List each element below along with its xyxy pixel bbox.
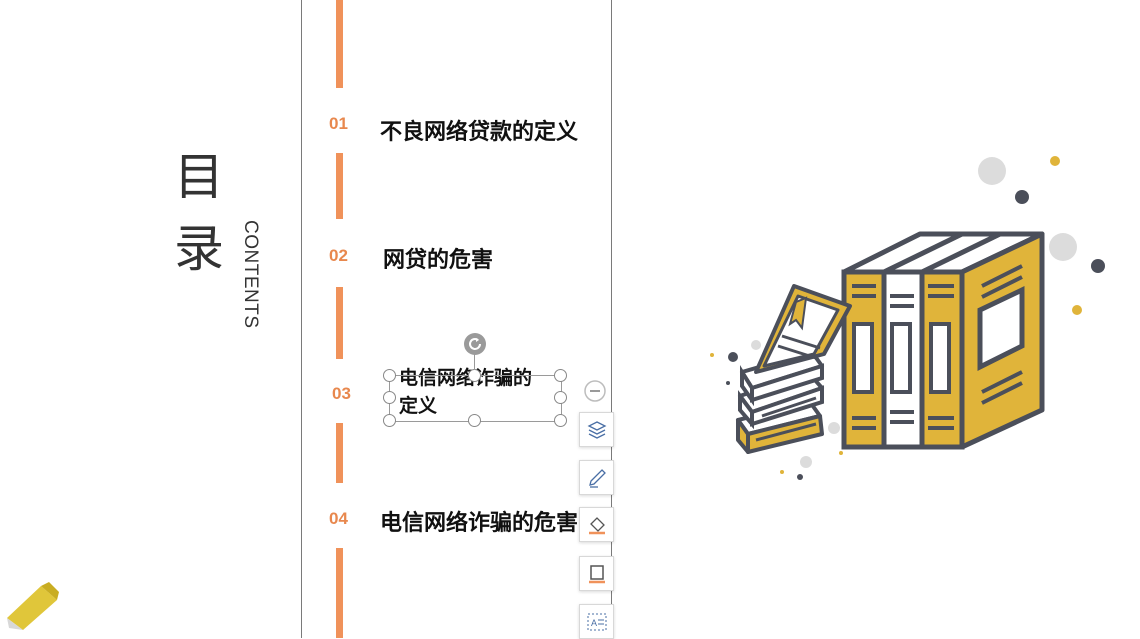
item-number-01: 01 <box>329 114 348 133</box>
item-label-02[interactable]: 网贷的危害 <box>383 248 494 273</box>
resize-handle-bl[interactable] <box>383 414 396 427</box>
books-illustration-icon <box>710 156 1105 480</box>
resize-handle-ml[interactable] <box>383 391 396 404</box>
pen-style-icon <box>588 468 606 488</box>
resize-handle-tl[interactable] <box>383 369 396 382</box>
svg-text:A: A <box>591 618 597 628</box>
content-clip-area: 不良网络贷款的定义 网贷的危害 电信网络诈骗的危害 <box>300 0 612 638</box>
text-box-button[interactable]: A <box>579 604 614 639</box>
resize-handle-bm[interactable] <box>468 414 481 427</box>
title-char-mu: 目 <box>174 148 224 206</box>
timeline-segment <box>336 287 343 359</box>
timeline-segment <box>336 153 343 219</box>
pen-style-button[interactable] <box>579 460 614 495</box>
item-number-02: 02 <box>329 246 348 265</box>
item-label-03-selected[interactable]: 电信网络诈骗的定义 <box>399 367 533 417</box>
fill-bucket-button[interactable] <box>579 507 614 542</box>
resize-handle-tm[interactable] <box>468 369 481 382</box>
item-label-01[interactable]: 不良网络贷款的定义 <box>380 120 579 145</box>
left-divider-line <box>301 0 302 638</box>
layers-icon <box>587 420 606 439</box>
timeline-segment <box>336 423 343 483</box>
timeline-segment <box>336 548 343 638</box>
resize-handle-br[interactable] <box>554 414 567 427</box>
border-style-icon <box>588 564 605 583</box>
contents-label: CONTENTS <box>240 220 261 329</box>
rotate-icon[interactable] <box>463 332 487 356</box>
item-number-04: 04 <box>329 509 348 528</box>
resize-handle-tr[interactable] <box>554 369 567 382</box>
border-style-button[interactable] <box>579 556 614 591</box>
text-box-icon: A <box>587 613 606 630</box>
item-number-03: 03 <box>332 384 351 403</box>
right-divider-line <box>611 0 612 638</box>
collapse-icon[interactable] <box>583 379 607 403</box>
timeline-segment <box>336 0 343 88</box>
fill-bucket-icon <box>588 516 605 534</box>
resize-handle-mr[interactable] <box>554 391 567 404</box>
layers-button[interactable] <box>579 412 614 447</box>
pencil-decoration-icon <box>7 582 59 630</box>
title-char-lu: 录 <box>174 220 224 278</box>
item-label-04[interactable]: 电信网络诈骗的危害 <box>380 511 579 536</box>
rotate-stem <box>474 352 475 370</box>
